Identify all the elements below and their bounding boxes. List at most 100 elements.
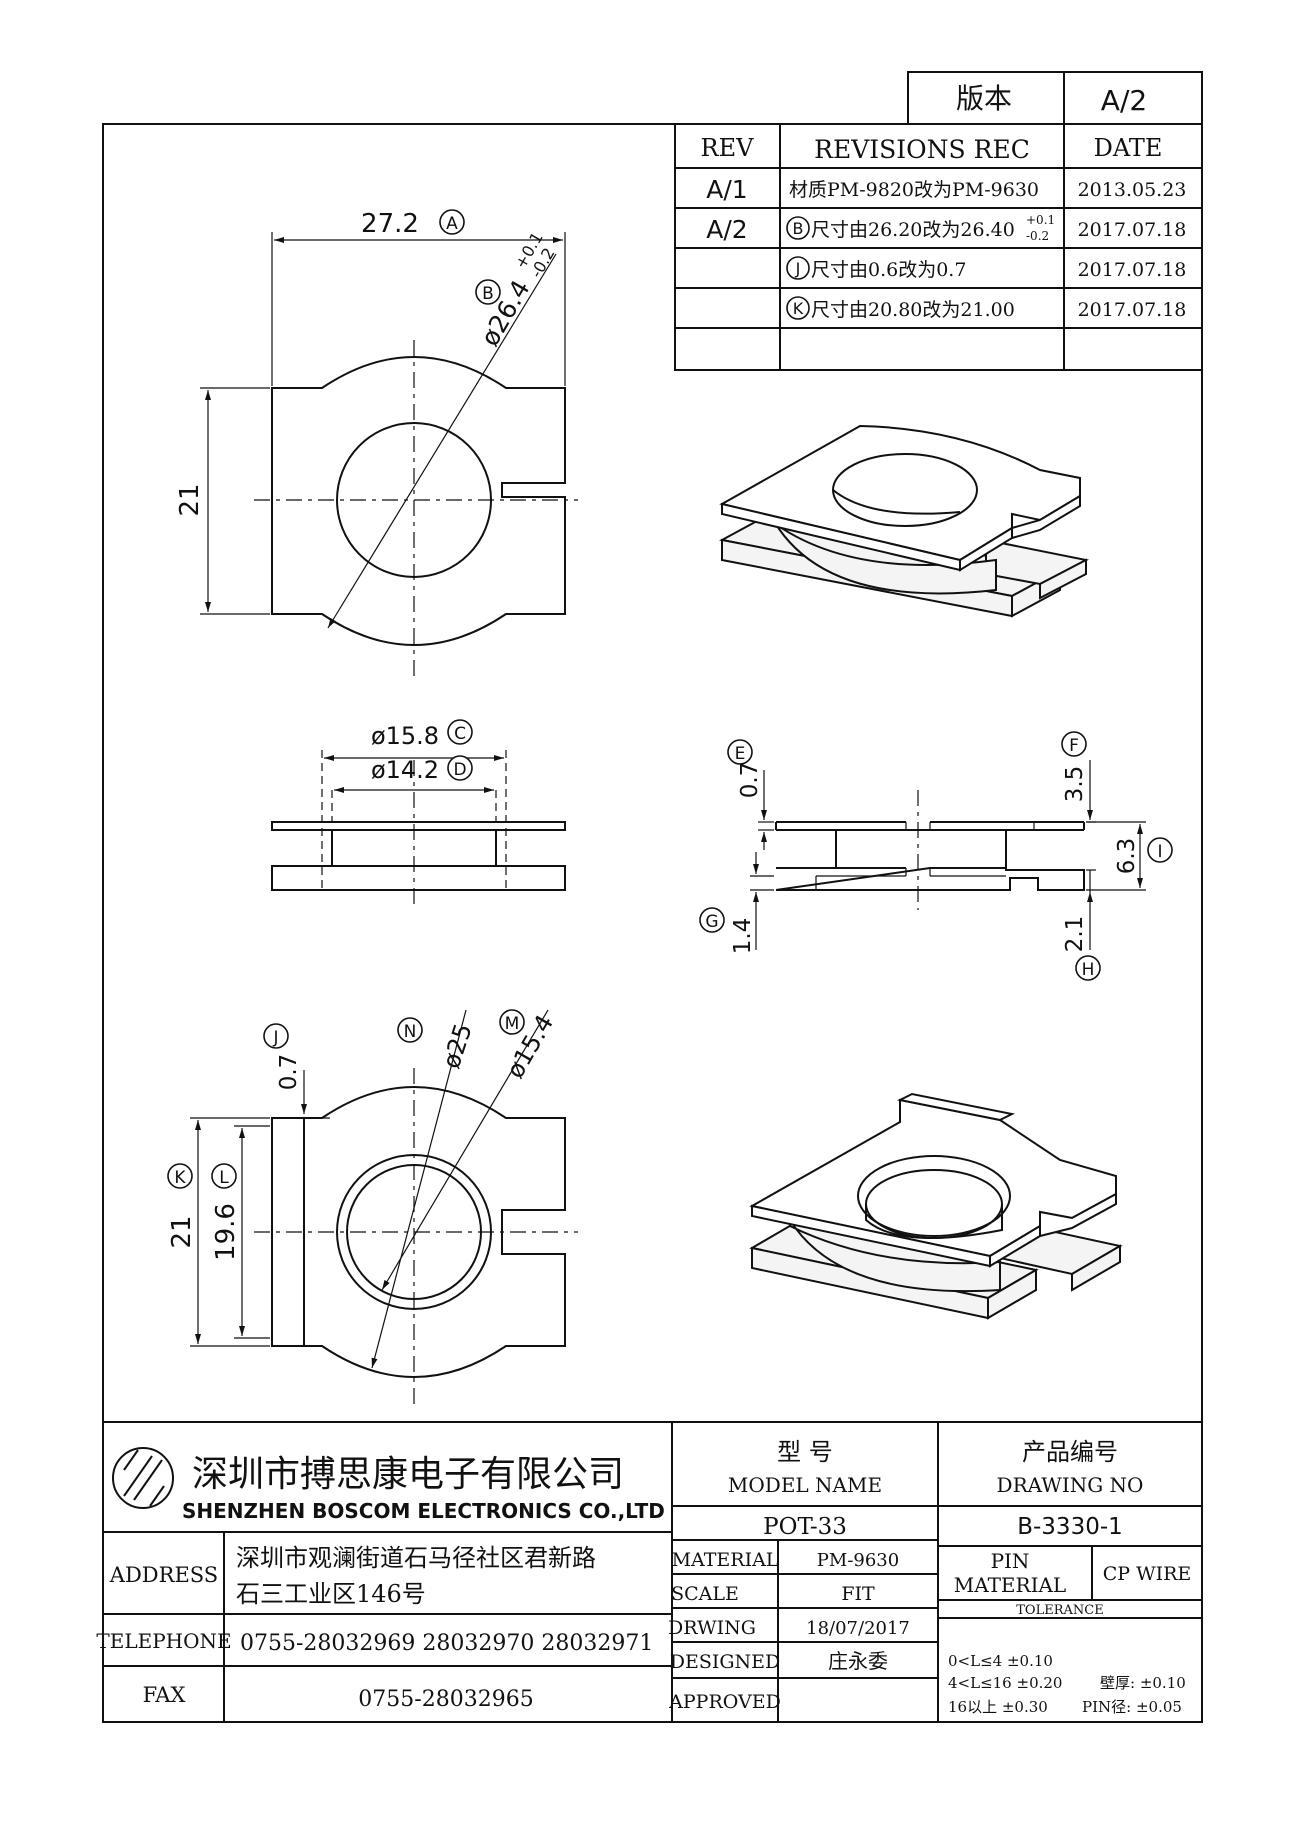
- dim-e-marker-icon: [727, 739, 753, 765]
- tolerance-row-2: 4<L≤16 ±0.20: [948, 1674, 1062, 1692]
- model-label-cn: 型 号: [777, 1438, 833, 1466]
- dim-j-mark: J: [272, 1028, 278, 1048]
- material-value: PM-9630: [817, 1550, 899, 1571]
- tolerance-label: TOLERANCE: [1016, 1603, 1103, 1618]
- dim-l-mark: L: [219, 1168, 229, 1188]
- company-logo-icon: [112, 1447, 174, 1509]
- dim-g-value: 1.4: [730, 918, 756, 955]
- designed-label: DESIGNED: [670, 1651, 781, 1673]
- revision-text: 尺寸由20.80改为21.00: [811, 299, 1015, 321]
- tolerance-wall: 壁厚: ±0.10: [1100, 1674, 1186, 1692]
- revision-date: 2017.07.18: [1078, 299, 1187, 321]
- dim-b-marker-icon: [475, 279, 501, 305]
- revision-mark: B: [793, 219, 804, 238]
- dim-d-value: ø14.2: [371, 756, 439, 784]
- top-view: 27.2 A 21 B ø26.4 +0.1 -0.2: [175, 209, 578, 676]
- drawing-number: B-3330-1: [1017, 1514, 1123, 1540]
- drawing-label-en: DRAWING NO: [997, 1473, 1144, 1497]
- revision-table: REV REVISIONS REC DATE A/1 材质PM-9820改为PM…: [674, 123, 1203, 371]
- dim-h-value: 2.1: [1062, 916, 1088, 953]
- designed-value: 庄永委: [828, 1649, 888, 1673]
- revision-text: 尺寸由0.6改为0.7: [811, 259, 966, 281]
- title-block: 深圳市搏思康电子有限公司 SHENZHEN BOSCOM ELECTRONICS…: [96, 1421, 1202, 1722]
- telephone-label: TELEPHONE: [96, 1629, 231, 1653]
- scale-label: SCALE: [671, 1583, 739, 1605]
- top-height-value: 21: [175, 483, 205, 516]
- dim-j-value: 0.7: [276, 1054, 302, 1091]
- model-value: POT-33: [763, 1514, 847, 1540]
- company-name-en: SHENZHEN BOSCOM ELECTRONICS CO.,LTD: [182, 1499, 665, 1523]
- revision-date: 2017.07.18: [1078, 219, 1187, 241]
- dim-l-value: 19.6: [211, 1203, 241, 1261]
- dim-h-mark: H: [1082, 960, 1095, 980]
- scale-value: FIT: [841, 1583, 875, 1605]
- mark-j-icon: [786, 256, 810, 280]
- rev-cell: A/2: [706, 215, 747, 244]
- dim-m-marker-icon: [499, 1009, 525, 1035]
- tolerance-row-1: 0<L≤4 ±0.10: [948, 1652, 1053, 1670]
- dim-i-marker-icon: [1147, 837, 1173, 863]
- pin-material-label: MATERIAL: [954, 1573, 1066, 1597]
- dim-e-mark: E: [735, 744, 746, 764]
- drawing-label: DRWING: [668, 1617, 756, 1639]
- dim-f-mark: F: [1069, 736, 1079, 756]
- dim-b-mark: B: [482, 284, 494, 304]
- tolerance-row-3: 16以上 ±0.30: [948, 1698, 1048, 1716]
- rev-cell: A/1: [706, 175, 747, 204]
- revision-tol-up: +0.1: [1026, 213, 1055, 227]
- isometric-view-top: [719, 424, 1089, 618]
- version-value: A/2: [1101, 84, 1147, 117]
- version-box: 版本 A/2: [907, 71, 1203, 125]
- dim-n-value: ø25: [437, 1020, 478, 1072]
- revision-text: 材质PM-9820改为PM-9630: [789, 179, 1039, 201]
- revision-date: 2017.07.18: [1078, 259, 1187, 281]
- dim-a-value: 27.2: [361, 209, 419, 239]
- model-label-en: MODEL NAME: [728, 1473, 882, 1497]
- dim-g-marker-icon: [699, 907, 725, 933]
- dim-c-mark: C: [454, 724, 466, 744]
- fax-value: 0755-28032965: [358, 1687, 533, 1712]
- revision-mark: K: [793, 299, 804, 318]
- dim-n-mark: N: [404, 1022, 417, 1042]
- revision-date: 2013.05.23: [1078, 179, 1187, 201]
- dim-k-marker-icon: [167, 1163, 193, 1189]
- dim-a-mark: A: [446, 214, 458, 234]
- dim-f-value: 3.5: [1062, 766, 1088, 803]
- mark-k-icon: [786, 296, 810, 320]
- drawing-date: 18/07/2017: [806, 1618, 910, 1639]
- dim-k-value: 21: [167, 1215, 197, 1248]
- revisions-rec-header: REVISIONS REC: [814, 135, 1030, 164]
- dim-f-marker-icon: [1061, 731, 1087, 757]
- dim-i-value: 6.3: [1114, 838, 1140, 875]
- address-label: ADDRESS: [109, 1563, 218, 1587]
- side-view: ø15.8 C ø14.2 D: [271, 719, 566, 910]
- pin-label: PIN: [991, 1549, 1030, 1573]
- date-header: DATE: [1094, 134, 1163, 162]
- version-label: 版本: [956, 82, 1012, 115]
- bottom-view: 21 K 19.6 L 0.7 J ø25 N ø15.4 M: [167, 1009, 578, 1410]
- dim-m-mark: M: [505, 1014, 520, 1034]
- dim-h-marker-icon: [1075, 955, 1101, 981]
- fax-label: FAX: [143, 1683, 186, 1707]
- revision-tol-dn: -0.2: [1026, 229, 1049, 243]
- dim-e-value: 0.7: [737, 762, 763, 799]
- address-line-2: 石三工业区146号: [236, 1580, 426, 1608]
- dim-c-marker-icon: [447, 719, 473, 745]
- revision-text: 尺寸由26.20改为26.40: [811, 219, 1015, 241]
- address-line-1: 深圳市观澜街道石马径社区君新路: [236, 1544, 596, 1572]
- isometric-view-bottom: [749, 1092, 1123, 1320]
- section-view: 0.7 E 1.4 G 3.5 F 6.3 I 2.1 H: [699, 731, 1173, 981]
- material-label: MATERIAL: [672, 1549, 779, 1571]
- dim-g-mark: G: [705, 912, 718, 932]
- dim-l-marker-icon: [211, 1163, 237, 1189]
- revision-mark: J: [795, 259, 801, 278]
- dim-d-mark: D: [453, 760, 466, 780]
- pin-material-value: CP WIRE: [1103, 1563, 1192, 1585]
- drawing-label-cn: 产品编号: [1022, 1438, 1118, 1466]
- dim-i-mark: I: [1157, 842, 1162, 862]
- telephone-value: 0755-28032969 28032970 28032971: [240, 1631, 653, 1656]
- company-name-cn: 深圳市搏思康电子有限公司: [192, 1454, 624, 1495]
- approved-label: APPROVED: [668, 1691, 781, 1713]
- dim-j-marker-icon: [263, 1023, 289, 1049]
